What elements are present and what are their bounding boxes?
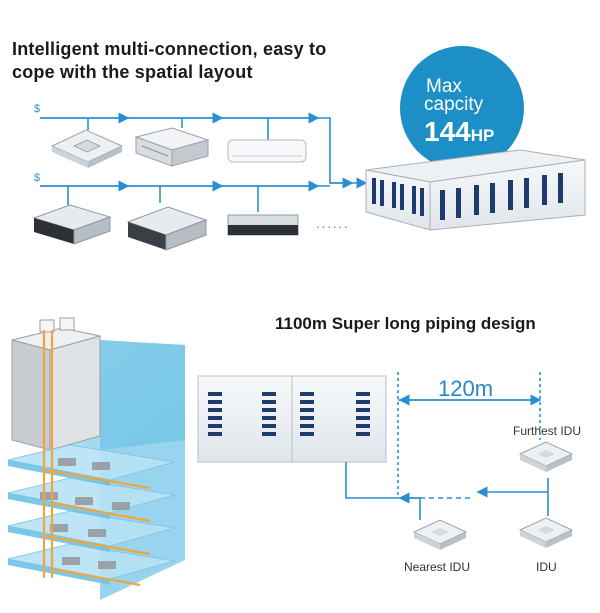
pipe-odu-down xyxy=(345,462,398,499)
badge-capacity-value: 144HP xyxy=(424,116,494,148)
nearest-idu-label: Nearest IDU xyxy=(404,560,471,574)
furthest-idu-label: Furthest IDU xyxy=(513,424,582,438)
cassette-unit-furthest xyxy=(518,441,574,472)
max-capacity-badge: Max capcity 144HP xyxy=(400,46,524,170)
row-2-marker: $ xyxy=(34,172,40,184)
outdoor-unit-bank-top xyxy=(365,149,586,231)
page-headline: Intelligent multi-connection, easy to co… xyxy=(12,38,326,84)
piping-headline: 1100m Super long piping design xyxy=(275,314,536,333)
cassette-unit-top-1 xyxy=(50,129,124,168)
more-units-ellipsis: ...... xyxy=(316,216,350,231)
outdoor-unit-bank-bottom xyxy=(197,375,387,463)
idu-label: IDU xyxy=(536,560,557,574)
headline-line-1: Intelligent multi-connection, easy to xyxy=(12,39,327,59)
ceiling-duct-unit-top xyxy=(134,127,210,167)
ducted-unit-3 xyxy=(227,214,299,236)
wall-mounted-unit xyxy=(227,139,307,163)
headline-line-2: cope with the spatial layout xyxy=(12,62,253,82)
ducted-unit-2 xyxy=(126,206,208,251)
building-illustration xyxy=(7,317,185,600)
cassette-unit-idu xyxy=(518,517,574,548)
ducted-unit-1 xyxy=(32,204,112,245)
badge-value: 144 xyxy=(424,116,471,147)
badge-line-capacity: capcity xyxy=(424,94,484,115)
row-1-marker: $ xyxy=(34,103,40,115)
long-piping-lines xyxy=(345,372,549,520)
cassette-unit-nearest xyxy=(412,519,468,550)
distance-label: 120m xyxy=(438,376,494,401)
pipe-to-nearest xyxy=(398,497,421,520)
top-pipe-network xyxy=(40,112,368,212)
badge-unit: HP xyxy=(470,126,495,145)
badge-line-max: Max xyxy=(426,76,462,97)
